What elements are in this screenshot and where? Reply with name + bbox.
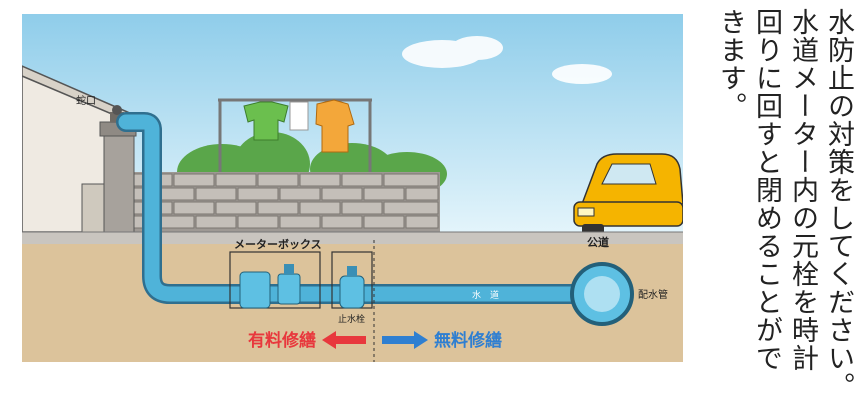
sink-stand	[99, 121, 137, 233]
road-surface	[22, 232, 683, 244]
text-column-1: 水防止の対策をしてください。	[823, 8, 854, 400]
distribution-pipe-label: 配水管	[638, 288, 668, 301]
orange-shirt	[315, 99, 355, 153]
text-column-3: 回りに回すと閉めることがで	[751, 8, 782, 372]
stop-valve-icon	[339, 266, 365, 309]
text-column-4: きます。	[715, 8, 746, 120]
meter-box	[229, 251, 321, 309]
text-column-2: 水道メーター内の元栓を時計	[787, 8, 818, 372]
water-meter-illustration: 蛇口 メーターボックス 公道 水 道 配水管 止水栓 有料修繕 無料修繕	[22, 14, 683, 362]
road-label: 公道	[587, 235, 609, 249]
water-meter-icon	[239, 264, 301, 309]
left-arrow-icon	[322, 331, 366, 349]
water-pipe-label: 水 道	[472, 289, 499, 301]
water-pipe	[116, 112, 582, 304]
faucet-label: 蛇口	[76, 94, 96, 107]
brick-wall	[130, 172, 440, 232]
stop-valve-label: 止水栓	[338, 313, 365, 325]
green-shirt	[243, 101, 289, 141]
right-arrow-icon	[382, 331, 428, 349]
free-repair-label: 無料修繕	[434, 330, 502, 351]
meter-box-label: メーターボックス	[234, 237, 322, 251]
house	[22, 65, 134, 233]
white-towel	[289, 101, 309, 131]
cloud	[402, 36, 612, 84]
paid-repair-label: 有料修繕	[248, 330, 316, 351]
faucet-icon	[110, 105, 124, 122]
car-icon	[573, 153, 683, 236]
illustration-svg: 蛇口 メーターボックス 公道 水 道 配水管 止水栓 有料修繕 無料修繕	[22, 14, 683, 362]
